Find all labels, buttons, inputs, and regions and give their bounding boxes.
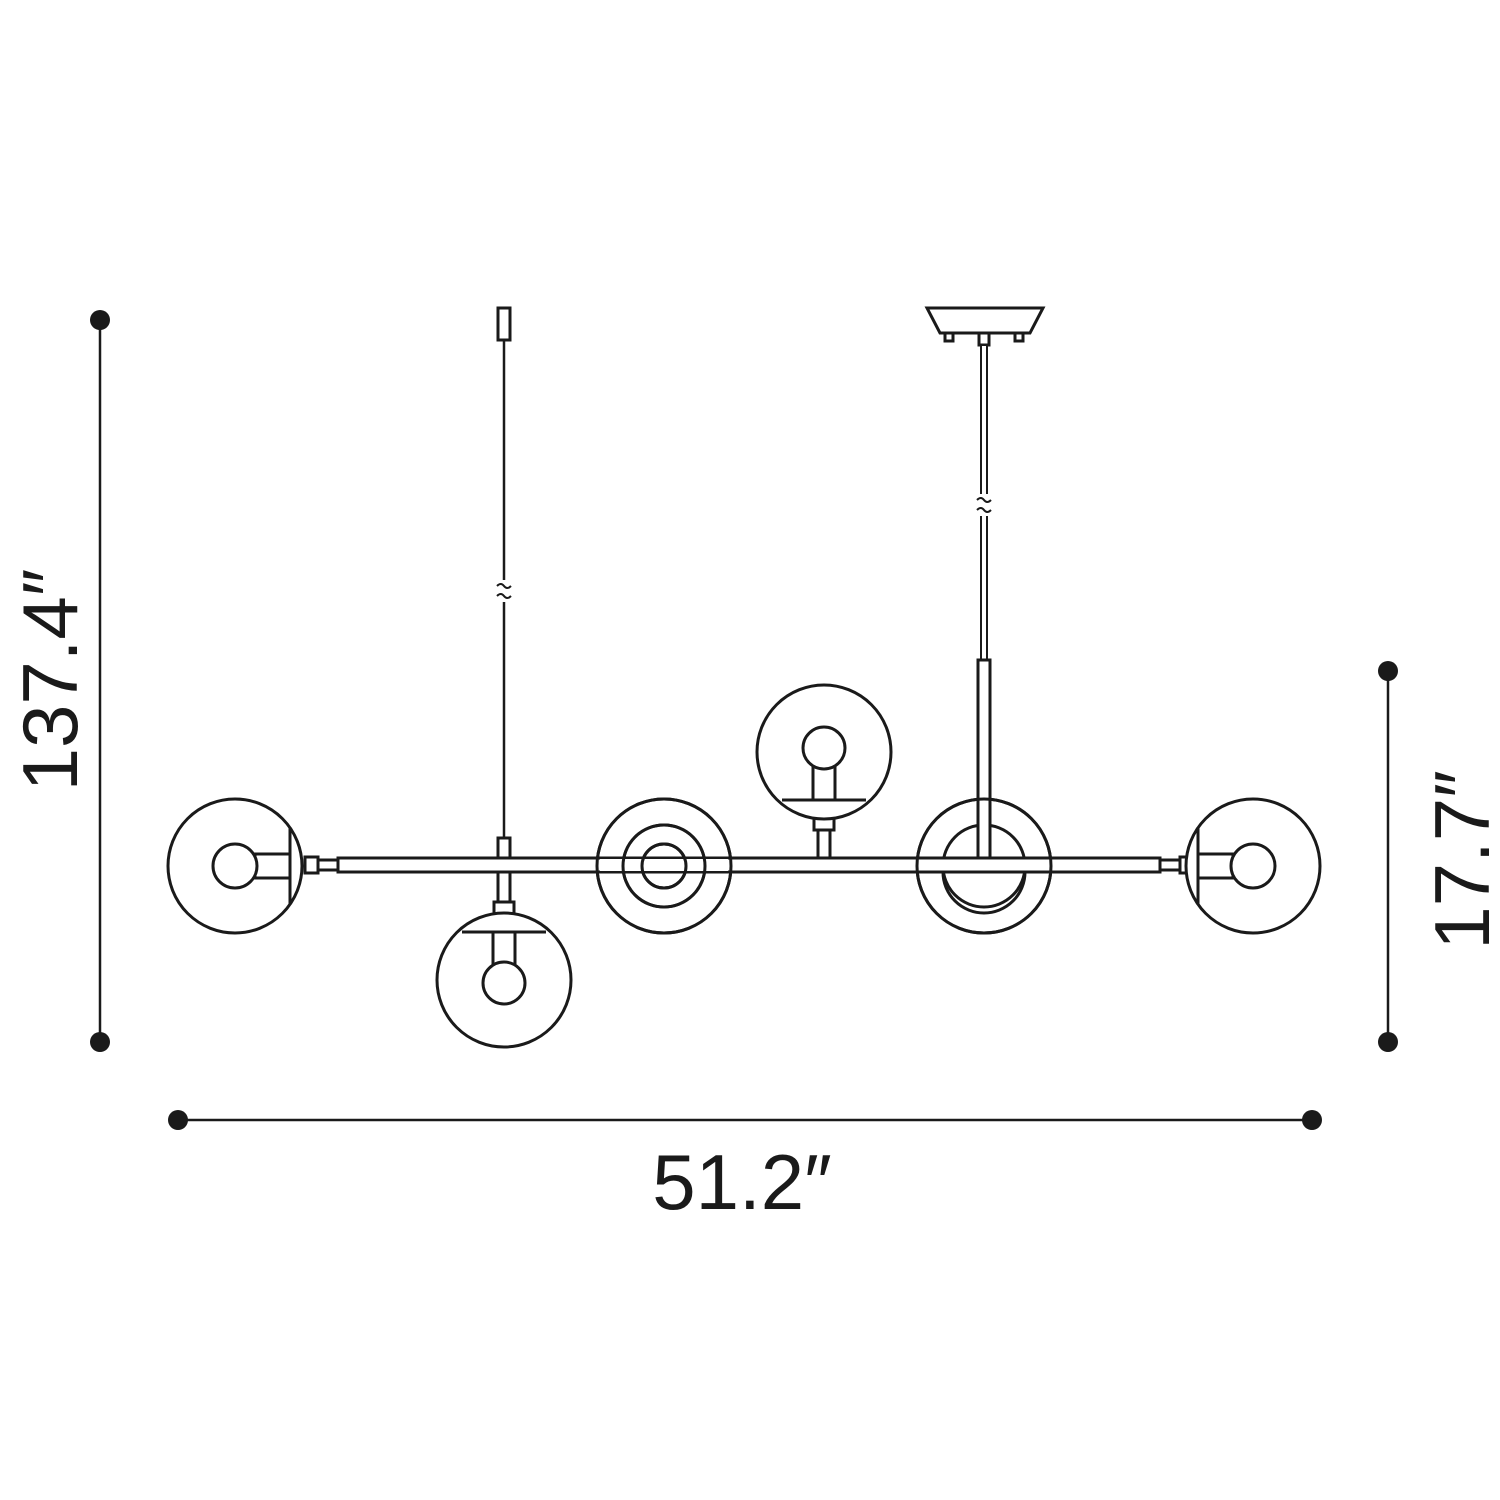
globe-left <box>166 797 304 935</box>
width-dimension-line <box>168 1110 1322 1130</box>
height-dimension-line <box>90 310 110 1052</box>
globe-down <box>435 870 573 1049</box>
overall-height-label: 137.4″ <box>6 568 94 792</box>
width-label: 51.2″ <box>652 1138 832 1226</box>
fixture-height-dimension-line <box>1378 661 1398 1052</box>
suspension-cord <box>494 306 514 860</box>
globe-right <box>1184 797 1322 935</box>
horizontal-bar <box>303 855 1195 875</box>
globe-right-center-front <box>915 658 1053 935</box>
globe-up <box>755 683 893 860</box>
ceiling-canopy <box>924 306 1046 347</box>
fixture-height-label: 17.7″ <box>1418 770 1500 950</box>
